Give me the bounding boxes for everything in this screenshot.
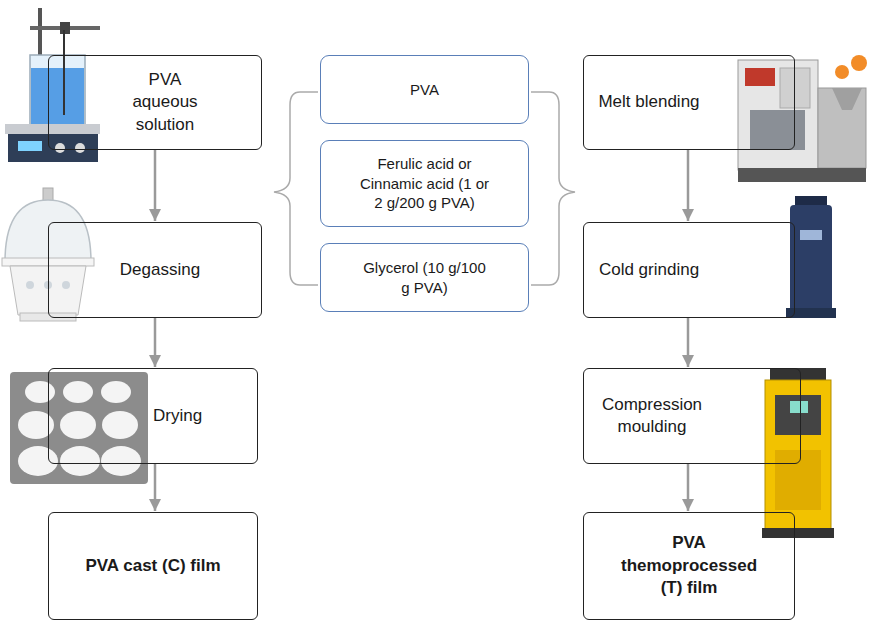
process-box: Cold grinding [583, 222, 795, 318]
petri-dish-illustration [10, 372, 148, 484]
box-label: PVA cast (C) film [63, 555, 243, 577]
process-arrow [154, 150, 157, 221]
extruder-illustration [738, 55, 867, 182]
process-arrow [687, 150, 690, 221]
box-label: Glycerol (10 g/100 g PVA) [361, 258, 489, 298]
ingredient-box: Glycerol (10 g/100 g PVA) [320, 243, 529, 312]
process-box: Drying [48, 368, 258, 464]
left-brace [274, 92, 318, 285]
product-box: PVA cast (C) film [48, 512, 258, 620]
stirrer-illustration [5, 8, 100, 162]
box-label: PVA aqueous solution [125, 69, 205, 136]
box-label: Degassing [120, 259, 200, 281]
box-label: Ferulic acid or Cinnamic acid (1 or 2 g/… [357, 154, 493, 213]
box-label: Melt blending [598, 91, 699, 113]
process-box: Melt blending [583, 55, 795, 150]
ingredient-box: PVA [320, 55, 529, 124]
product-box: PVA themoprocessed (T) film [583, 512, 795, 620]
process-arrow [154, 464, 157, 511]
process-box: Degassing [48, 222, 262, 318]
box-label: Cold grinding [599, 259, 699, 281]
right-brace [531, 92, 575, 285]
process-arrow [687, 464, 690, 511]
ingredient-box: Ferulic acid or Cinnamic acid (1 or 2 g/… [320, 140, 529, 227]
box-label: PVA themoprocessed (T) film [614, 532, 764, 599]
box-label: PVA [410, 80, 439, 100]
box-label: Drying [153, 405, 202, 427]
process-arrow [154, 318, 157, 367]
process-arrow [687, 318, 690, 367]
box-label: Compression moulding [597, 394, 707, 439]
process-box: Compression moulding [583, 368, 801, 464]
grinder-illustration [786, 196, 836, 318]
process-box: PVA aqueous solution [48, 55, 262, 150]
